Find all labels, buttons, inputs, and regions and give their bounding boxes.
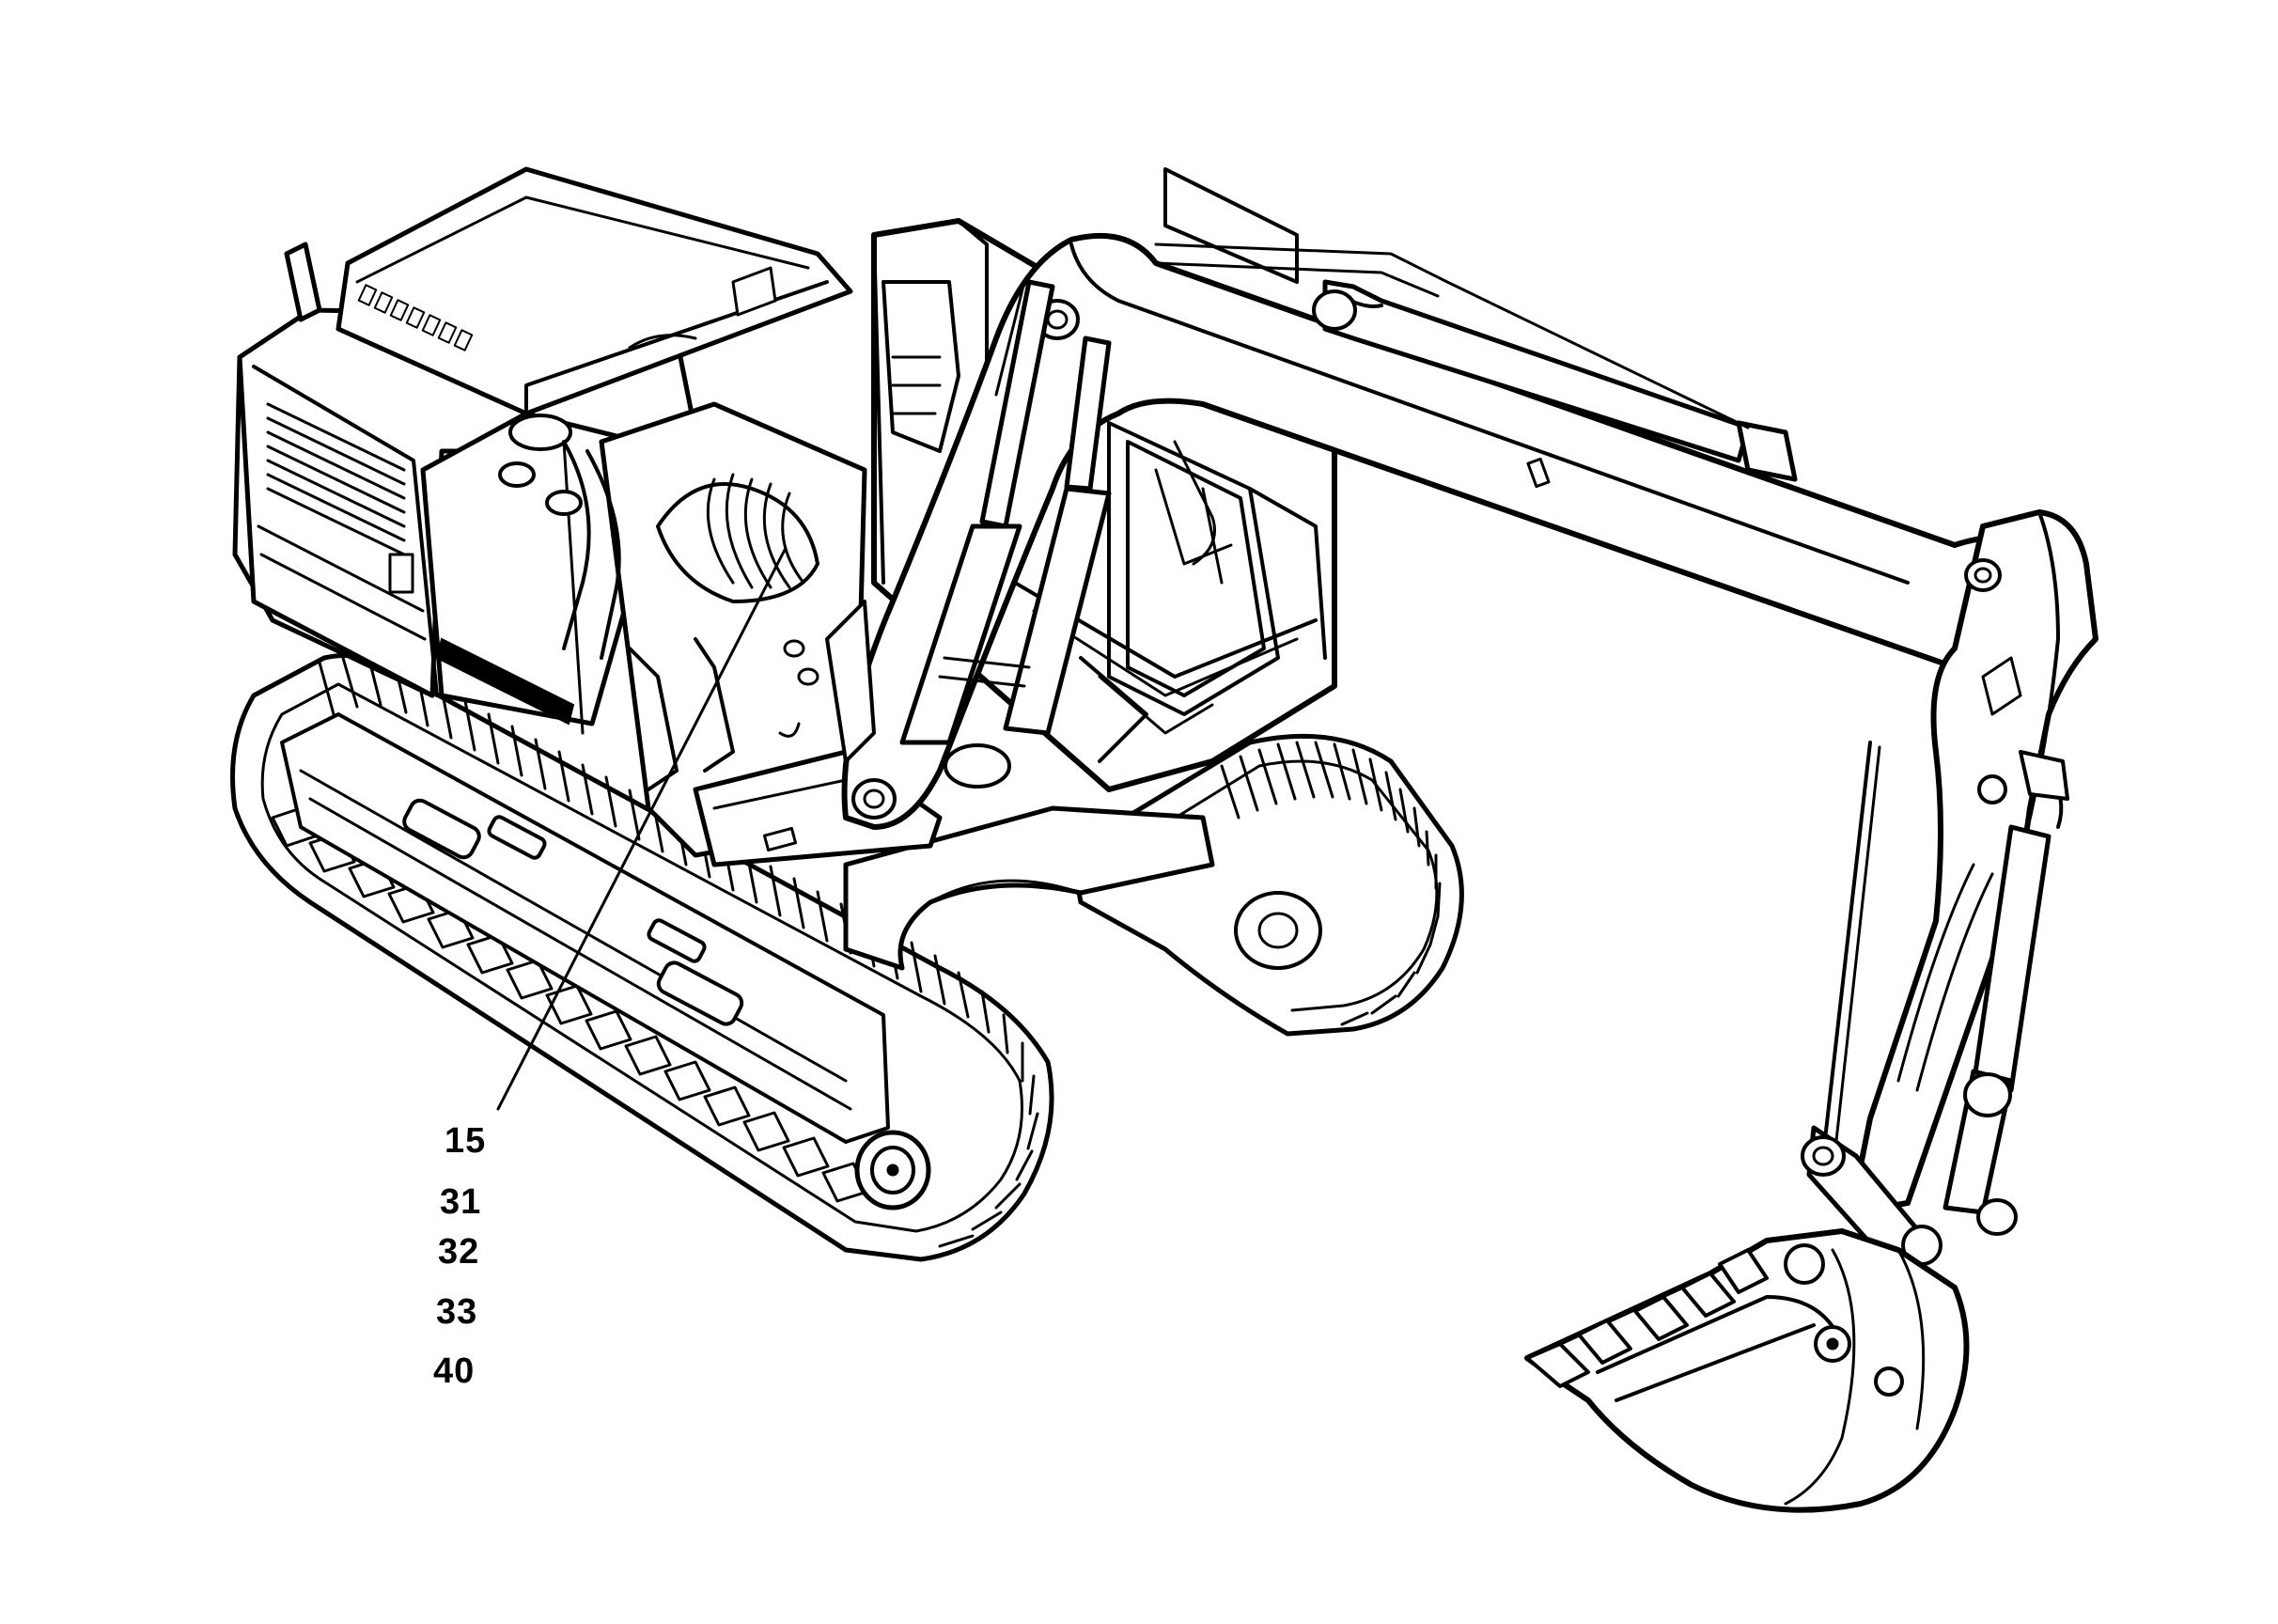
- right-track: [1069, 733, 1464, 1037]
- callout-label-32: 32: [438, 1232, 480, 1272]
- left-track: [230, 653, 1054, 1262]
- leader-line: [496, 548, 787, 1111]
- callout-label-31: 31: [440, 1182, 482, 1222]
- bucket: [1524, 1228, 1970, 1513]
- bucket-linkage: [1801, 824, 2052, 1267]
- arm: [1821, 509, 2099, 1215]
- callout-label-15: 15: [445, 1121, 487, 1161]
- arm-cylinder: [1154, 242, 1798, 489]
- carbody: [843, 805, 1215, 971]
- callout-label-40: 40: [433, 1351, 476, 1391]
- callout-label-33: 33: [436, 1292, 478, 1332]
- upper-structure: [232, 166, 943, 867]
- boom-cylinders: [899, 279, 1112, 789]
